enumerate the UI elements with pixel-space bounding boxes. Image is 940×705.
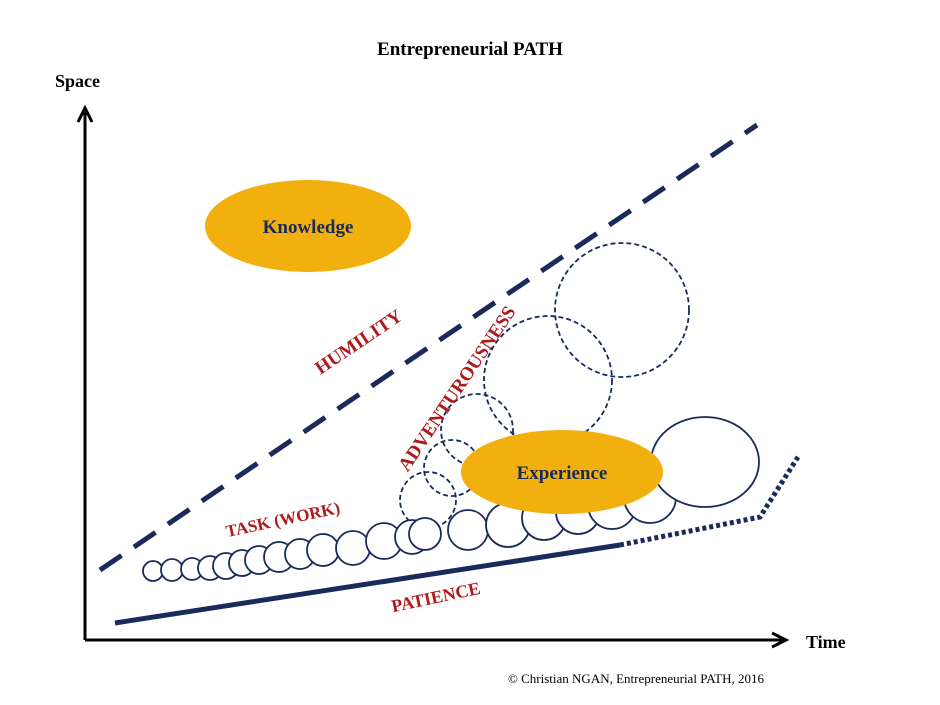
patience-label: PATIENCE [389,578,482,616]
experience-oval [461,430,663,514]
diagram-title: Entrepreneurial PATH [377,39,563,60]
y-axis-arrowhead [76,104,94,123]
knowledge-oval [205,180,411,272]
axes [76,104,790,649]
task-circle [142,560,164,582]
experience-label: Experience [517,463,608,484]
task-circle [650,416,760,508]
patience-line-projection [619,455,801,548]
y-axis-label: Space [55,71,100,91]
humility-label: HUMILITY [311,306,406,380]
task-circle [160,558,184,582]
humility-line [98,122,759,573]
x-axis-arrowhead [771,631,790,649]
adventure-circle [554,242,690,378]
task-circle [447,509,489,551]
task-circles [142,416,760,582]
copyright-notice: © Christian NGAN, Entrepreneurial PATH, … [508,671,765,686]
knowledge-label: Knowledge [263,217,354,238]
task-circle [306,533,340,567]
patience-line [114,542,621,626]
task-circle [335,530,371,566]
task-circle [408,517,442,551]
x-axis-label: Time [806,632,846,652]
